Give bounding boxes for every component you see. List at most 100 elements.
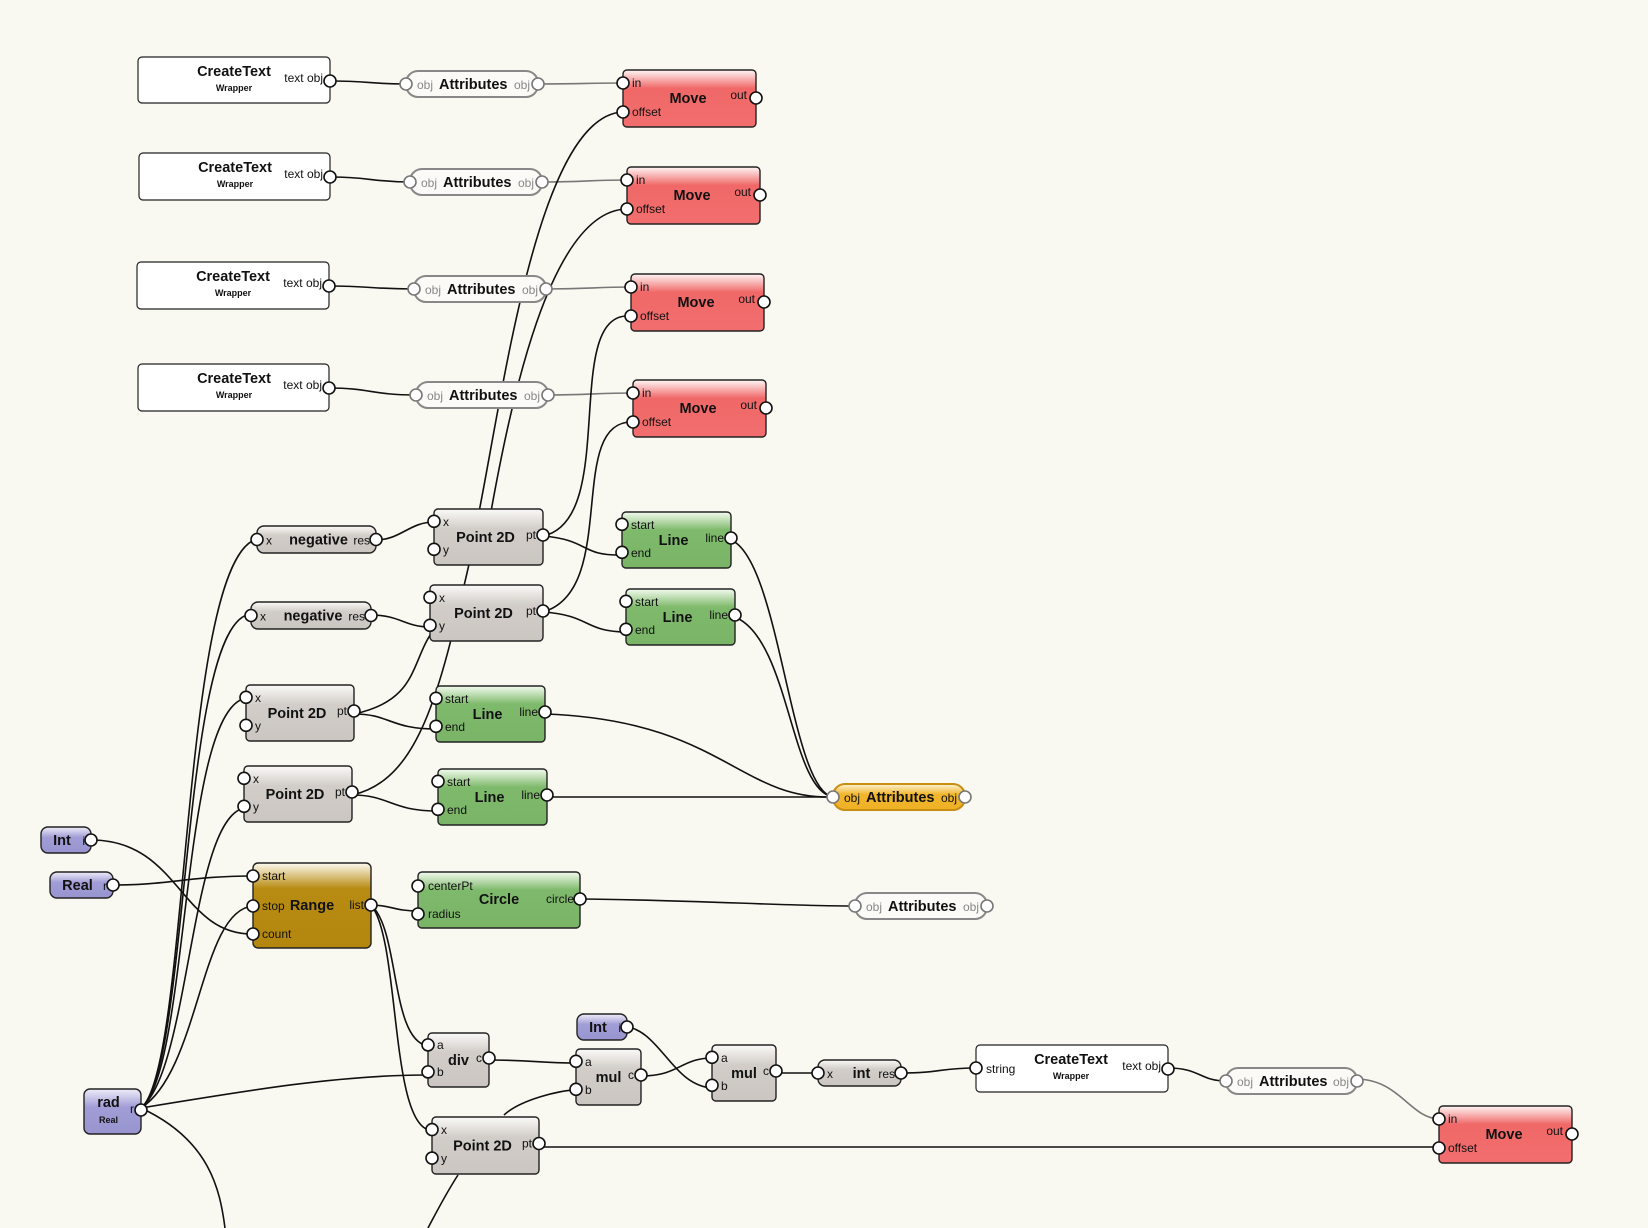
output-port[interactable] — [1565, 1127, 1579, 1141]
output-port[interactable] — [541, 388, 555, 402]
output-port[interactable] — [1350, 1074, 1364, 1088]
port[interactable] — [411, 879, 425, 893]
output-port[interactable] — [894, 1066, 908, 1080]
port[interactable] — [1432, 1141, 1446, 1155]
port[interactable] — [425, 1151, 439, 1165]
output-port[interactable] — [532, 1136, 546, 1151]
input-port[interactable] — [826, 790, 840, 804]
input-port[interactable] — [409, 388, 423, 402]
port[interactable] — [421, 1038, 435, 1052]
output-port[interactable] — [540, 788, 554, 802]
output-port[interactable] — [728, 608, 742, 622]
output-port[interactable] — [1161, 1062, 1175, 1076]
port[interactable] — [429, 719, 443, 734]
port[interactable] — [239, 690, 253, 705]
port[interactable] — [569, 1082, 583, 1097]
output-port[interactable] — [369, 532, 383, 547]
output-port[interactable] — [634, 1068, 648, 1082]
output-port[interactable] — [536, 528, 550, 542]
port[interactable] — [246, 927, 260, 941]
output-port[interactable] — [106, 878, 120, 892]
port[interactable] — [624, 280, 638, 294]
port[interactable] — [429, 691, 443, 706]
output-port[interactable] — [364, 608, 378, 623]
port[interactable] — [616, 105, 630, 119]
port[interactable] — [250, 532, 264, 547]
output-port[interactable] — [323, 170, 337, 184]
port[interactable] — [705, 1050, 719, 1065]
port[interactable] — [237, 771, 251, 786]
port[interactable] — [431, 802, 445, 817]
port[interactable] — [615, 545, 629, 560]
output-port[interactable] — [364, 898, 378, 912]
output-port[interactable] — [753, 188, 767, 202]
port[interactable] — [421, 1065, 435, 1079]
port[interactable] — [427, 514, 441, 529]
port[interactable] — [239, 718, 253, 733]
output-port[interactable] — [539, 282, 553, 296]
port[interactable] — [620, 173, 634, 187]
output-port[interactable] — [323, 74, 337, 88]
port[interactable] — [626, 386, 640, 400]
output-port[interactable] — [757, 295, 771, 309]
input-port[interactable] — [407, 282, 421, 296]
input-port[interactable] — [1219, 1074, 1233, 1088]
output-port[interactable] — [538, 705, 552, 719]
output-port[interactable] — [322, 279, 336, 293]
port[interactable] — [615, 517, 629, 532]
output-port[interactable] — [84, 833, 98, 847]
output-port[interactable] — [749, 91, 763, 105]
output-port[interactable] — [535, 175, 549, 189]
input-port[interactable] — [399, 77, 413, 91]
port[interactable] — [411, 907, 425, 921]
port[interactable] — [620, 202, 634, 216]
output-port[interactable] — [347, 704, 361, 718]
port[interactable] — [616, 76, 630, 90]
output-port[interactable] — [573, 892, 587, 906]
port[interactable] — [705, 1078, 719, 1093]
port[interactable] — [427, 542, 441, 557]
input-port[interactable] — [848, 899, 862, 913]
port[interactable] — [246, 899, 260, 913]
port[interactable] — [246, 869, 260, 883]
output-port[interactable] — [958, 790, 972, 804]
port[interactable] — [1432, 1112, 1446, 1126]
port[interactable] — [425, 1122, 439, 1137]
output-port[interactable] — [134, 1103, 148, 1117]
input-port[interactable] — [403, 175, 417, 189]
input-port[interactable] — [969, 1061, 983, 1075]
port[interactable] — [626, 415, 640, 429]
output-port[interactable] — [482, 1051, 496, 1065]
output-port[interactable] — [345, 785, 359, 799]
port[interactable] — [423, 618, 437, 633]
port[interactable] — [423, 590, 437, 605]
